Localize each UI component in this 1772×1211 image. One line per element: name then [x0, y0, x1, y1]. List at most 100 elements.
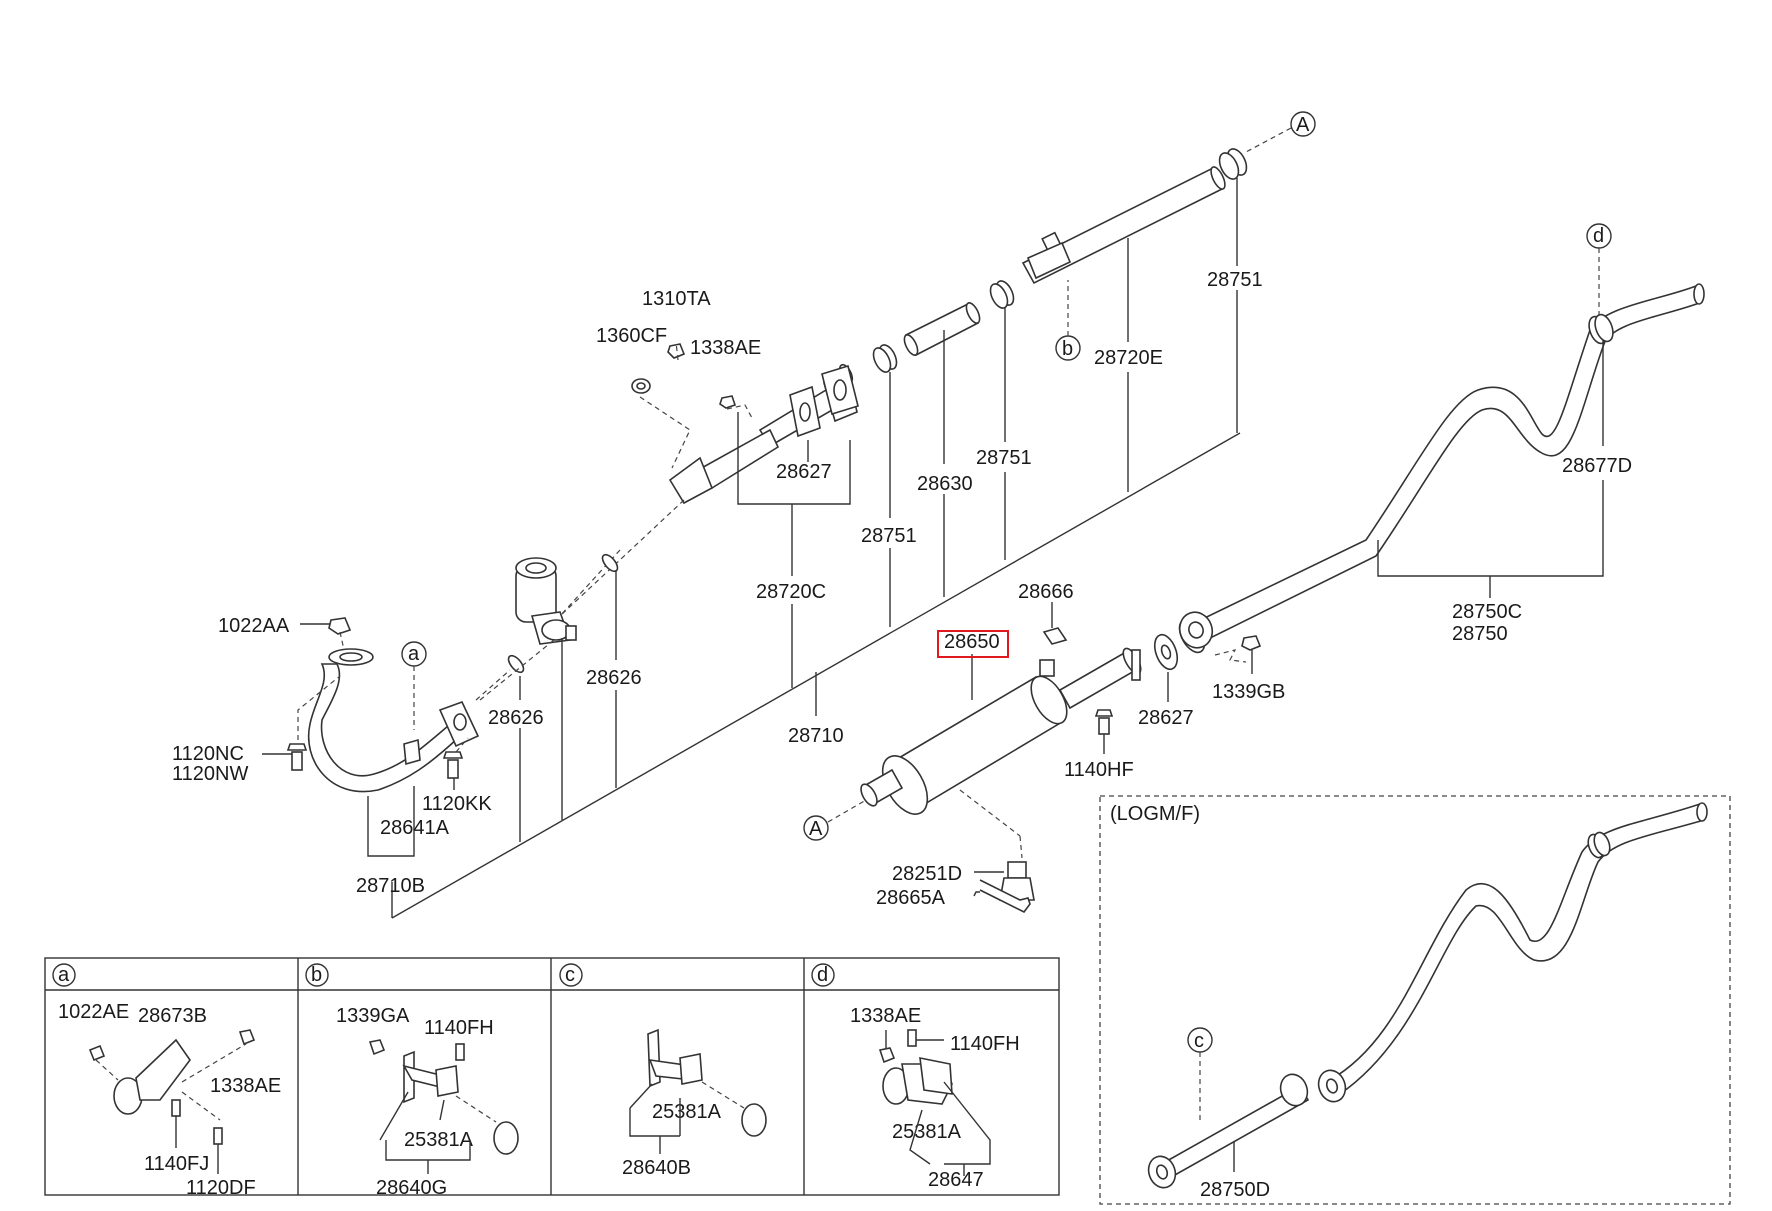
bolt-1140HF[interactable]	[1094, 709, 1114, 735]
label-1360CF: 1360CF	[596, 325, 667, 347]
label-28666: 28666	[1018, 581, 1074, 603]
label-1310TA: 1310TA	[642, 288, 711, 310]
dash-28626-link	[479, 639, 555, 701]
flange-28750C[interactable]	[1175, 608, 1217, 653]
detail-panel-d: d 1338AE 1140FH 25381A 28647	[811, 963, 1020, 1191]
callout-A-top: A	[1245, 111, 1316, 153]
dash-1360CF	[639, 396, 691, 469]
gasket-28626-a[interactable]	[506, 653, 527, 675]
detail-panel-c: c 25381A 28640B	[559, 963, 767, 1179]
label-28251D: 28251D	[892, 863, 962, 885]
nut-1338AE-top[interactable]	[719, 395, 737, 409]
washer-1360CF[interactable]	[631, 378, 651, 394]
pipe-28630[interactable]	[902, 301, 983, 357]
callout-A-bottom: A	[803, 799, 867, 841]
panel-b-part-1339GA: 1339GA	[336, 1005, 410, 1027]
label-1140HF: 1140HF	[1064, 759, 1134, 781]
callout-b-main: b	[1055, 280, 1081, 361]
panel-a-part-1022AE: 1022AE	[58, 1001, 129, 1023]
panel-b-part-28640G: 28640G	[376, 1177, 447, 1199]
label-28710: 28710	[788, 725, 844, 747]
main-labels: 1310TA 1360CF 1338AE 28627 28630 28751 2…	[172, 269, 1632, 909]
label-28751-b: 28751	[976, 447, 1032, 469]
label-1120NC: 1120NC	[172, 743, 244, 765]
label-28627-top: 28627	[776, 461, 832, 483]
label-28751-a: 28751	[1207, 269, 1263, 291]
panel-a-part-1338AE: 1338AE	[210, 1075, 281, 1097]
dash-1120KK	[455, 737, 469, 753]
callout-d-main: d	[1586, 223, 1612, 316]
pipe-28720E[interactable]	[1021, 165, 1228, 285]
detail-panel-a: a 1022AE 28673B 1338AE 1140FJ 1120DF	[52, 963, 281, 1199]
svg-text:d: d	[817, 964, 828, 986]
rubber-28666[interactable]	[1042, 627, 1068, 645]
panel-b-part-1140FH: 1140FH	[424, 1017, 494, 1039]
clamp-28751-top[interactable]	[1216, 146, 1251, 182]
dash-1338AE	[726, 404, 753, 419]
dash-1022AA	[339, 631, 345, 651]
dash-muffler-hanger-2	[1019, 835, 1023, 859]
label-28751-c: 28751	[861, 525, 917, 547]
nut-1310TA[interactable]	[667, 343, 686, 359]
panel-b-part-25381A: 25381A	[404, 1129, 474, 1151]
bracket-28665A[interactable]	[979, 879, 1031, 914]
label-28710B: 28710B	[356, 875, 425, 897]
panel-d-part-1140FH: 1140FH	[950, 1033, 1020, 1055]
svg-text:c: c	[1194, 1030, 1204, 1052]
label-28750C: 28750C	[1452, 601, 1522, 623]
svg-text:A: A	[1296, 114, 1310, 136]
callout-a-main: a	[401, 641, 427, 730]
label-28626-b: 28626	[586, 667, 642, 689]
panel-d-part-1338AE: 1338AE	[850, 1005, 921, 1027]
svg-text:A: A	[809, 818, 823, 840]
label-28677D: 28677D	[1562, 455, 1632, 477]
label-28750: 28750	[1452, 623, 1508, 645]
gasket-28627-top[interactable]	[789, 385, 821, 438]
leader-lines	[262, 178, 1604, 918]
label-28627-mid: 28627	[1138, 707, 1194, 729]
label-28650: 28650	[944, 631, 1000, 653]
bolt-1120KK[interactable]	[442, 751, 464, 779]
panel-a-part-1140FJ: 1140FJ	[144, 1153, 209, 1175]
label-28720E: 28720E	[1094, 347, 1163, 369]
front-pipe-28710B[interactable]	[307, 648, 480, 793]
label-28665A: 28665A	[876, 887, 946, 909]
bolt-1120NC[interactable]	[286, 743, 308, 771]
flange-28720C-end[interactable]	[821, 364, 859, 416]
detail-panels	[44, 957, 1060, 1196]
panel-d-part-25381A: 25381A	[892, 1121, 962, 1143]
label-28641A: 28641A	[380, 817, 450, 839]
label-28630: 28630	[917, 473, 973, 495]
highlight-28650-box[interactable]	[937, 630, 1009, 658]
panel-d-part-28647: 28647	[928, 1169, 984, 1191]
panel-a-part-28673B: 28673B	[138, 1005, 207, 1027]
clamp-28751-mid[interactable]	[987, 278, 1017, 311]
dash-1120NC	[297, 675, 341, 740]
label-1022AA: 1022AA	[218, 615, 290, 637]
muffler-28650[interactable]	[858, 646, 1144, 822]
dash-converter-link	[559, 499, 685, 617]
svg-text:a: a	[408, 643, 420, 665]
panel-a-part-1120DF: 1120DF	[186, 1177, 256, 1199]
label-1120KK: 1120KK	[422, 793, 492, 815]
label-1338AE-top: 1338AE	[690, 337, 761, 359]
svg-text:b: b	[311, 964, 322, 986]
svg-text:a: a	[58, 964, 70, 986]
dash-front-link	[475, 669, 511, 701]
gasket-28627-mid[interactable]	[1150, 632, 1181, 673]
dash-gasket-link	[559, 549, 621, 617]
clamp-28751-left[interactable]	[870, 342, 900, 375]
svg-text:c: c	[565, 964, 575, 986]
logm-panel: (LOGM/F) c 28750D	[1099, 795, 1731, 1205]
nut-1022AA[interactable]	[328, 617, 352, 635]
logm-title: (LOGM/F)	[1110, 803, 1200, 825]
svg-text:d: d	[1593, 225, 1604, 247]
panel-c-part-25381A: 25381A	[652, 1101, 722, 1123]
nut-1339GB[interactable]	[1241, 635, 1262, 651]
label-28720C: 28720C	[756, 581, 826, 603]
detail-panel-b: b 1339GA 1140FH 25381A 28640G	[305, 963, 519, 1199]
catalytic-converter[interactable]	[515, 557, 577, 645]
label-1339GB: 1339GB	[1212, 681, 1285, 703]
dash-1310TA	[675, 341, 679, 361]
